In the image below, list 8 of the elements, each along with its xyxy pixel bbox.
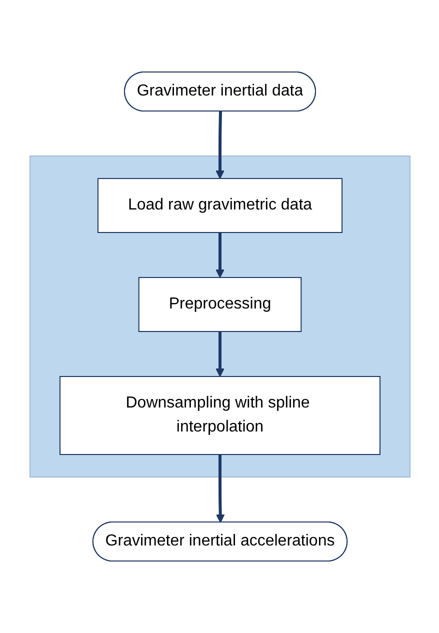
node-box: Preprocessing xyxy=(138,277,302,332)
arrow xyxy=(215,232,224,278)
node-box: Load raw gravimetric data xyxy=(96,178,342,233)
arrow xyxy=(215,332,224,377)
node-box: Downsampling with spline interpolation xyxy=(59,376,380,455)
arrow xyxy=(215,111,224,179)
arrow xyxy=(215,454,224,523)
cluster xyxy=(29,156,410,478)
